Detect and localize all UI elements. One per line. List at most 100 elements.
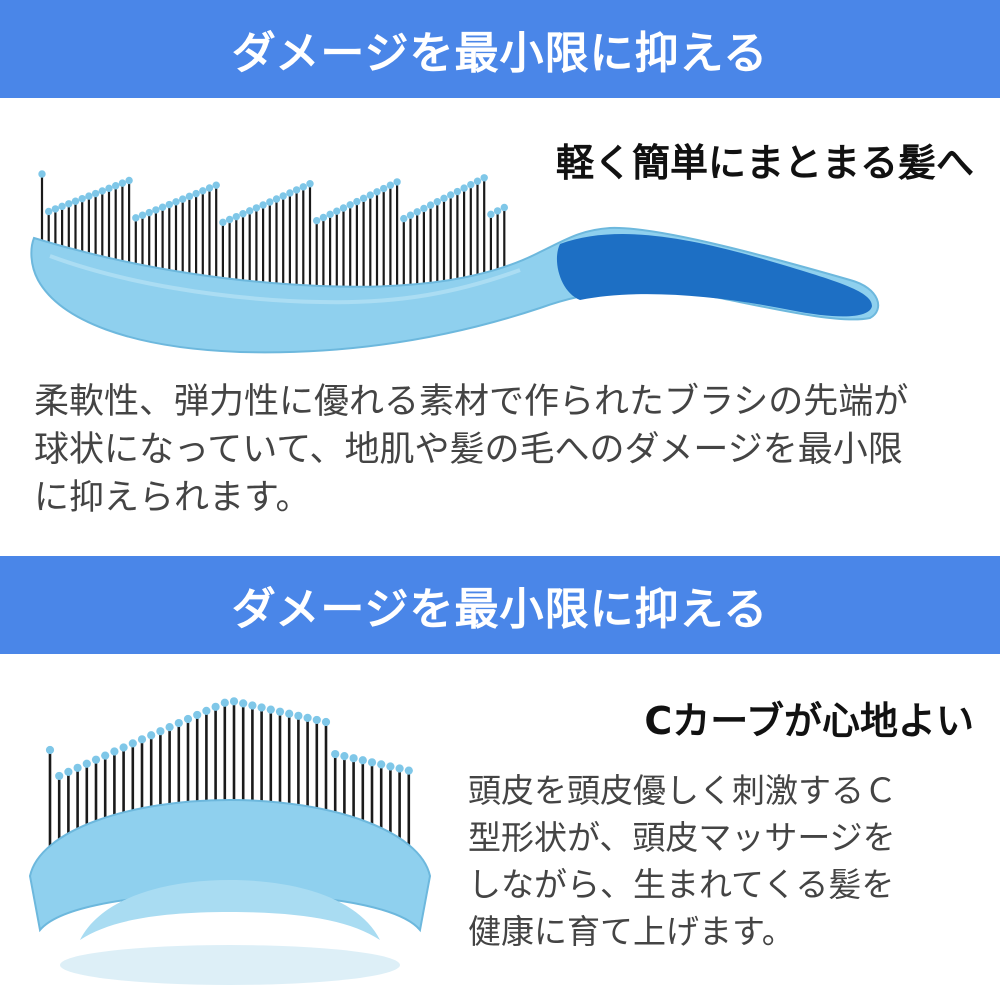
section1-body: 柔軟性、弾力性に優れる素材で作られたブラシの先端が 球状になっていて、地肌や髪の…: [34, 378, 974, 522]
bristle-tip: [165, 200, 173, 209]
bristle-tip: [174, 718, 183, 728]
bristle-tip: [259, 201, 267, 209]
bristle-tip: [366, 191, 374, 199]
section2-banner-title: ダメージを最小限に抑える: [231, 584, 769, 635]
bristle-tip: [65, 200, 73, 208]
bristle-tip: [202, 706, 211, 715]
bristle-tip: [377, 760, 386, 769]
bristle-tip: [51, 205, 60, 213]
bristle-tip: [125, 176, 133, 185]
bristle-tip: [128, 739, 137, 748]
bristle-tip: [406, 211, 415, 219]
bristle-tip: [279, 192, 287, 200]
bristle-tip: [292, 186, 301, 194]
bristle-tip: [467, 180, 475, 189]
section1-body-line: に抑えられます。: [34, 478, 311, 518]
bristle-tip: [440, 194, 448, 203]
bristle-tip: [119, 743, 128, 752]
section2-subheading: Cカーブが心地よい: [644, 699, 974, 743]
bristle-tip: [219, 218, 227, 227]
bristle-tip: [145, 208, 153, 217]
brush-side-image: [30, 170, 880, 354]
bristle-tip: [272, 195, 281, 203]
bristle-tip: [331, 749, 340, 759]
bristles: [38, 170, 508, 300]
section2-body-line: 頭皮を頭皮優しく刺激するＣ: [468, 771, 897, 810]
bristle-tip: [453, 187, 462, 196]
bristle-tip: [138, 211, 147, 219]
bristle-tip: [152, 206, 160, 214]
bristle-tip: [192, 189, 200, 198]
bristle-tip: [112, 182, 120, 190]
bristle-tip: [480, 174, 488, 182]
bristle-tip: [299, 183, 307, 191]
bristle-tip: [205, 184, 214, 192]
bristle-tip: [147, 731, 156, 740]
bristle-tip: [447, 191, 455, 199]
section2-body-line: しながら、生まれてくる髪を: [468, 865, 895, 904]
bristle-tip: [239, 699, 248, 708]
bristle-tip: [156, 727, 165, 736]
bristle-tip: [212, 181, 220, 189]
bristle-tip: [239, 210, 247, 218]
bristle-tip: [313, 216, 321, 225]
bristle-tip: [91, 755, 101, 764]
bristle-tip: [105, 184, 113, 193]
bristle-tip: [353, 197, 361, 206]
bristle-tip: [285, 709, 294, 718]
bristle-tip: [359, 194, 368, 203]
bristle-tip: [349, 754, 358, 763]
bristle-tip: [246, 207, 254, 215]
bristle-tip: [340, 752, 349, 761]
brush-shadow: [60, 945, 400, 985]
bristle-tip: [473, 177, 482, 185]
bristle-tip: [400, 214, 408, 223]
bristle-tip: [294, 711, 303, 720]
bristle-tip: [64, 767, 73, 776]
bristle-tip: [493, 207, 502, 215]
brush-highlight: [49, 254, 521, 305]
bristle-tip: [45, 745, 55, 755]
bristle-tip: [71, 197, 80, 205]
section1-body-line: 球状になっていて、地肌や髪の毛へのダメージを最小限: [34, 430, 903, 470]
bristle-tip: [433, 198, 441, 206]
bristle-tip: [487, 210, 495, 219]
bristle-tip: [367, 758, 377, 767]
bristle-tip: [91, 189, 100, 198]
bristle-tip: [319, 213, 328, 222]
bristle-tip: [132, 214, 140, 222]
bristle-tip: [413, 208, 421, 216]
bristle-tip: [404, 766, 413, 775]
section2-body: 頭皮を頭皮優しく刺激するＣ 型形状が、頭皮マッサージを しながら、生まれてくる髪…: [468, 767, 968, 955]
bristle-tip: [266, 705, 275, 714]
bristle-tip: [257, 703, 266, 712]
brush-front-image: [28, 697, 432, 985]
section2-banner: ダメージを最小限に抑える: [0, 556, 1000, 654]
bristle-tip: [85, 192, 93, 200]
bristle-tip: [312, 715, 321, 725]
bristle-tip: [326, 210, 334, 219]
bristle-tip: [193, 710, 202, 720]
bristle-tip: [333, 207, 341, 215]
section1-body-line: 柔軟性、弾力性に優れる素材で作られたブラシの先端が: [34, 382, 909, 422]
bristle-tip: [321, 717, 331, 727]
bristle-tip: [248, 701, 257, 710]
bristle-tip: [286, 189, 294, 197]
bristle-tip: [172, 198, 180, 206]
bristle-tip: [199, 187, 207, 195]
bristle-tip: [303, 713, 312, 722]
bristle-tip: [380, 184, 388, 193]
bristle-tip: [211, 702, 220, 711]
bristle-tip: [38, 170, 46, 178]
bristle-tip: [220, 698, 229, 707]
bristle-tip: [118, 179, 127, 187]
section2-body-line: 健康に育て上げます。: [468, 912, 795, 951]
bristle-tip: [420, 204, 428, 213]
bristle-tip: [386, 181, 395, 189]
bristle-tip: [275, 707, 285, 716]
bristle-tip: [55, 771, 64, 781]
bristle-tip: [266, 198, 274, 206]
bristle-tip: [306, 180, 314, 188]
bristle-tip: [339, 204, 348, 212]
